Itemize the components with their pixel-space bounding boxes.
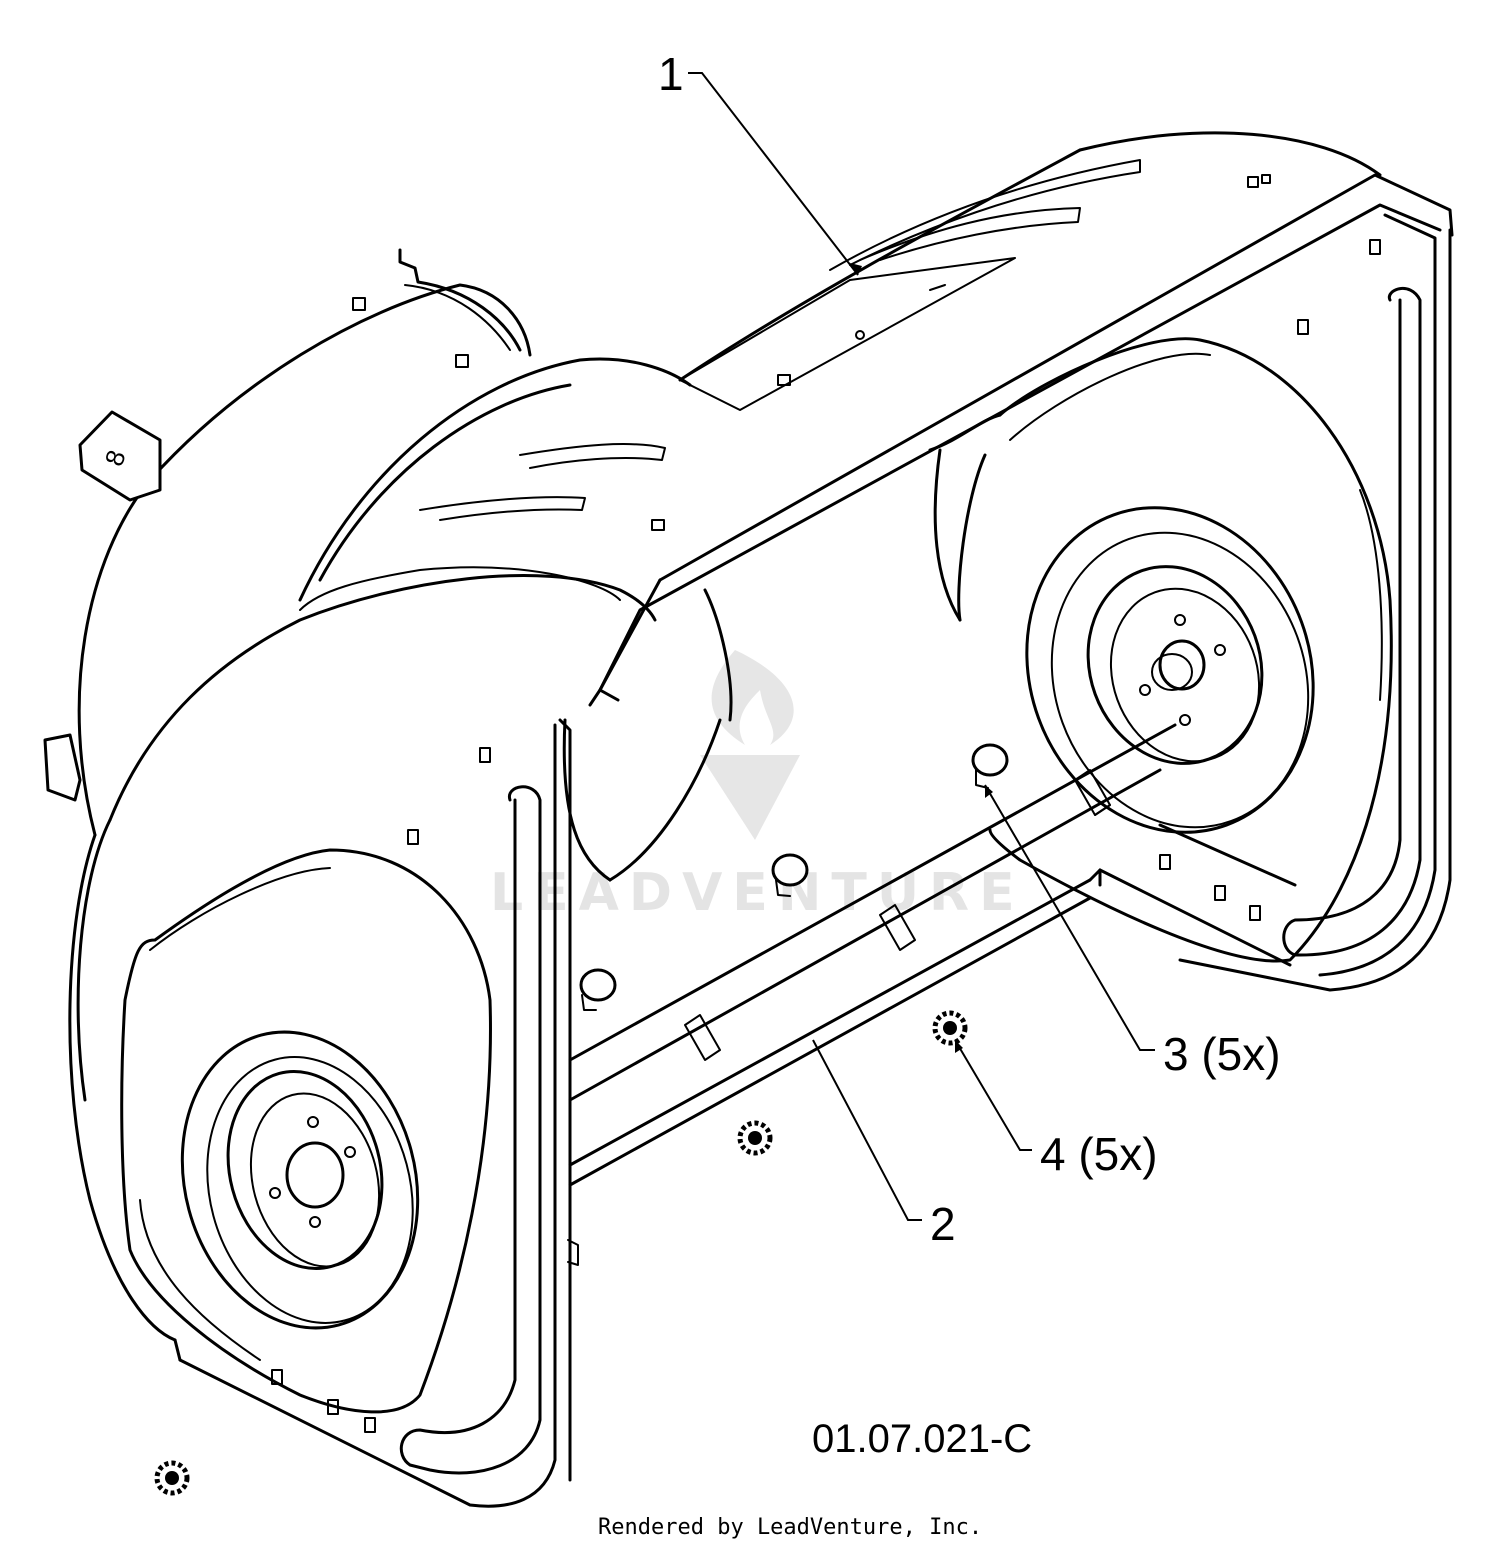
callout-1: 1 [658, 48, 684, 100]
flange-nut-3 [154, 1460, 190, 1496]
leader-lines [688, 72, 1155, 1221]
right-side-plate [928, 213, 1452, 992]
carriage-bolt-3 [579, 968, 617, 1011]
leadventure-watermark: LEADVENTURE [490, 650, 1025, 923]
callout-3: 3 (5x) [1163, 1028, 1281, 1080]
callout-2: 2 [930, 1198, 956, 1250]
flange-nut-2 [737, 1120, 773, 1156]
flange-nut-1 [932, 1010, 968, 1046]
carriage-bolt-1 [971, 743, 1009, 789]
render-credit: Rendered by LeadVenture, Inc. [598, 1515, 982, 1540]
auger-drum [108, 357, 733, 882]
rear-shell: 8 [43, 248, 532, 837]
callout-4: 4 (5x) [1040, 1128, 1158, 1180]
left-side-plate [68, 718, 579, 1508]
drawing-number: 01.07.021-C [812, 1417, 1032, 1461]
carriage-bolt-2 [771, 853, 809, 897]
back-panel [568, 448, 1297, 1187]
watermark-text: LEADVENTURE [490, 863, 1025, 923]
top-trough [352, 131, 1454, 707]
